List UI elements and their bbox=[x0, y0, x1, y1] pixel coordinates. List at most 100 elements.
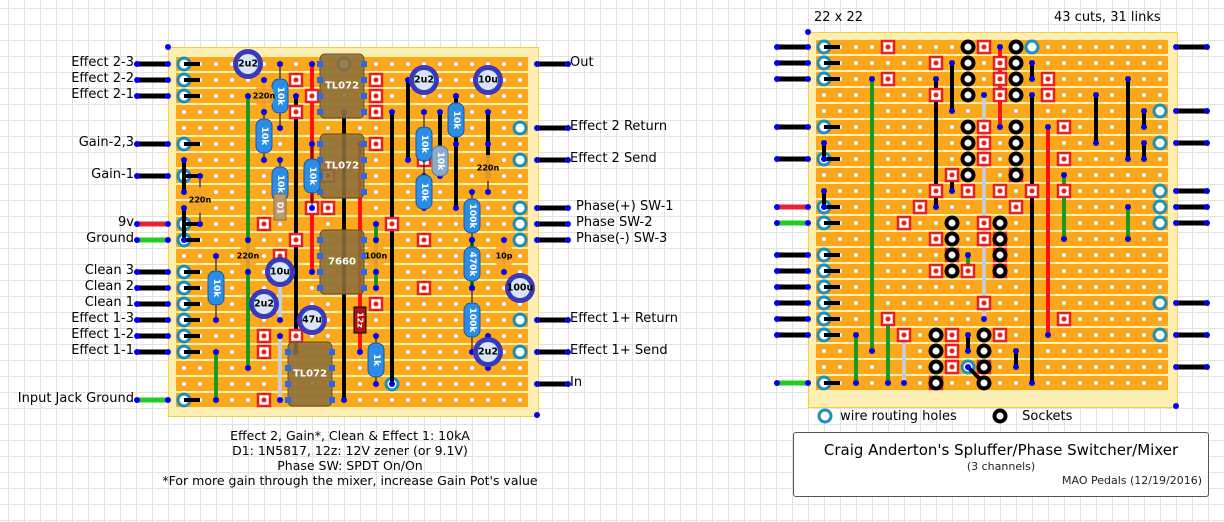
socket bbox=[944, 247, 960, 263]
wire-end bbox=[134, 269, 140, 275]
ic-pin bbox=[317, 253, 323, 259]
wire-end bbox=[1204, 108, 1210, 114]
hole bbox=[469, 125, 475, 131]
hole bbox=[373, 61, 379, 67]
hole bbox=[997, 156, 1003, 162]
hole bbox=[1077, 92, 1083, 98]
wire-end bbox=[565, 317, 571, 323]
hole bbox=[405, 269, 411, 275]
hole bbox=[821, 348, 827, 354]
capacitor-value: 220n bbox=[477, 164, 500, 173]
resistor bbox=[447, 102, 465, 138]
wire-end bbox=[165, 173, 171, 179]
hole bbox=[229, 349, 235, 355]
link-end bbox=[869, 348, 875, 354]
hole bbox=[453, 333, 459, 339]
wire-end bbox=[1204, 44, 1210, 50]
hole bbox=[501, 397, 507, 403]
hole bbox=[917, 92, 923, 98]
link-end bbox=[213, 349, 219, 355]
track-cut-dot bbox=[997, 188, 1003, 194]
wire-routing-hole bbox=[1152, 215, 1168, 231]
wire-end bbox=[134, 333, 140, 339]
hole bbox=[949, 284, 955, 290]
track-cut-dot bbox=[1061, 156, 1067, 162]
track-cut-dot bbox=[1061, 188, 1067, 194]
hole bbox=[469, 141, 475, 147]
hole bbox=[421, 381, 427, 387]
hole bbox=[485, 237, 491, 243]
hole bbox=[517, 61, 523, 67]
ic-chip bbox=[287, 341, 333, 407]
track-cut-dot bbox=[373, 301, 379, 307]
hole bbox=[229, 221, 235, 227]
link-end bbox=[309, 61, 315, 67]
socket bbox=[1008, 119, 1024, 135]
hole bbox=[837, 348, 843, 354]
connection-label-left: Effect 1-3 bbox=[71, 311, 134, 326]
track-cut-dot bbox=[373, 77, 379, 83]
hole bbox=[917, 76, 923, 82]
hole bbox=[1093, 332, 1099, 338]
hole bbox=[213, 77, 219, 83]
copper-strip bbox=[816, 216, 1168, 230]
ic-label: 7660 bbox=[328, 257, 356, 268]
capacitor-top bbox=[510, 278, 530, 298]
hole bbox=[213, 157, 219, 163]
hole bbox=[469, 365, 475, 371]
hole bbox=[517, 189, 523, 195]
ic-pin bbox=[317, 141, 323, 147]
hole bbox=[1077, 268, 1083, 274]
link-end bbox=[853, 380, 859, 386]
link-end bbox=[965, 348, 971, 354]
hole bbox=[485, 317, 491, 323]
wire-end bbox=[165, 349, 171, 355]
ic-label: TL072 bbox=[325, 161, 359, 172]
hole bbox=[213, 61, 219, 67]
hole bbox=[501, 365, 507, 371]
track-cut-dot bbox=[261, 221, 267, 227]
link-end bbox=[245, 93, 251, 99]
lead-end bbox=[197, 221, 203, 227]
ic-pin bbox=[361, 189, 367, 195]
hole bbox=[437, 365, 443, 371]
legend-sockets: Sockets bbox=[992, 408, 1072, 424]
hole bbox=[1061, 300, 1067, 306]
copper-strip bbox=[816, 264, 1168, 278]
hole bbox=[1045, 348, 1051, 354]
wire-end bbox=[134, 61, 140, 67]
lead-end bbox=[277, 157, 283, 163]
wire-routing-hole bbox=[512, 152, 528, 168]
ic-chip bbox=[319, 229, 365, 295]
hole bbox=[901, 76, 907, 82]
hole bbox=[437, 253, 443, 259]
hole bbox=[1125, 316, 1131, 322]
wire-routing-hole bbox=[1152, 103, 1168, 119]
link-end bbox=[885, 380, 891, 386]
track-cut-dot bbox=[981, 44, 987, 50]
track-cut-dot bbox=[1045, 92, 1051, 98]
hole bbox=[1141, 92, 1147, 98]
hole bbox=[901, 60, 907, 66]
hole bbox=[1093, 300, 1099, 306]
wire-end bbox=[134, 141, 140, 147]
hole bbox=[933, 252, 939, 258]
wire-end bbox=[534, 61, 540, 67]
hole bbox=[1093, 156, 1099, 162]
track-cut-dot bbox=[933, 268, 939, 274]
hole bbox=[901, 204, 907, 210]
wire-end bbox=[1173, 44, 1179, 50]
hole bbox=[885, 252, 891, 258]
lead-end bbox=[421, 109, 427, 115]
hole bbox=[1045, 364, 1051, 370]
hole bbox=[453, 61, 459, 67]
hole bbox=[325, 221, 331, 227]
hole bbox=[1109, 268, 1115, 274]
hole bbox=[213, 237, 219, 243]
hole bbox=[437, 221, 443, 227]
hole bbox=[997, 364, 1003, 370]
wire-end bbox=[774, 60, 780, 66]
hole bbox=[1125, 172, 1131, 178]
ic-pin bbox=[329, 365, 335, 371]
hole bbox=[1125, 380, 1131, 386]
